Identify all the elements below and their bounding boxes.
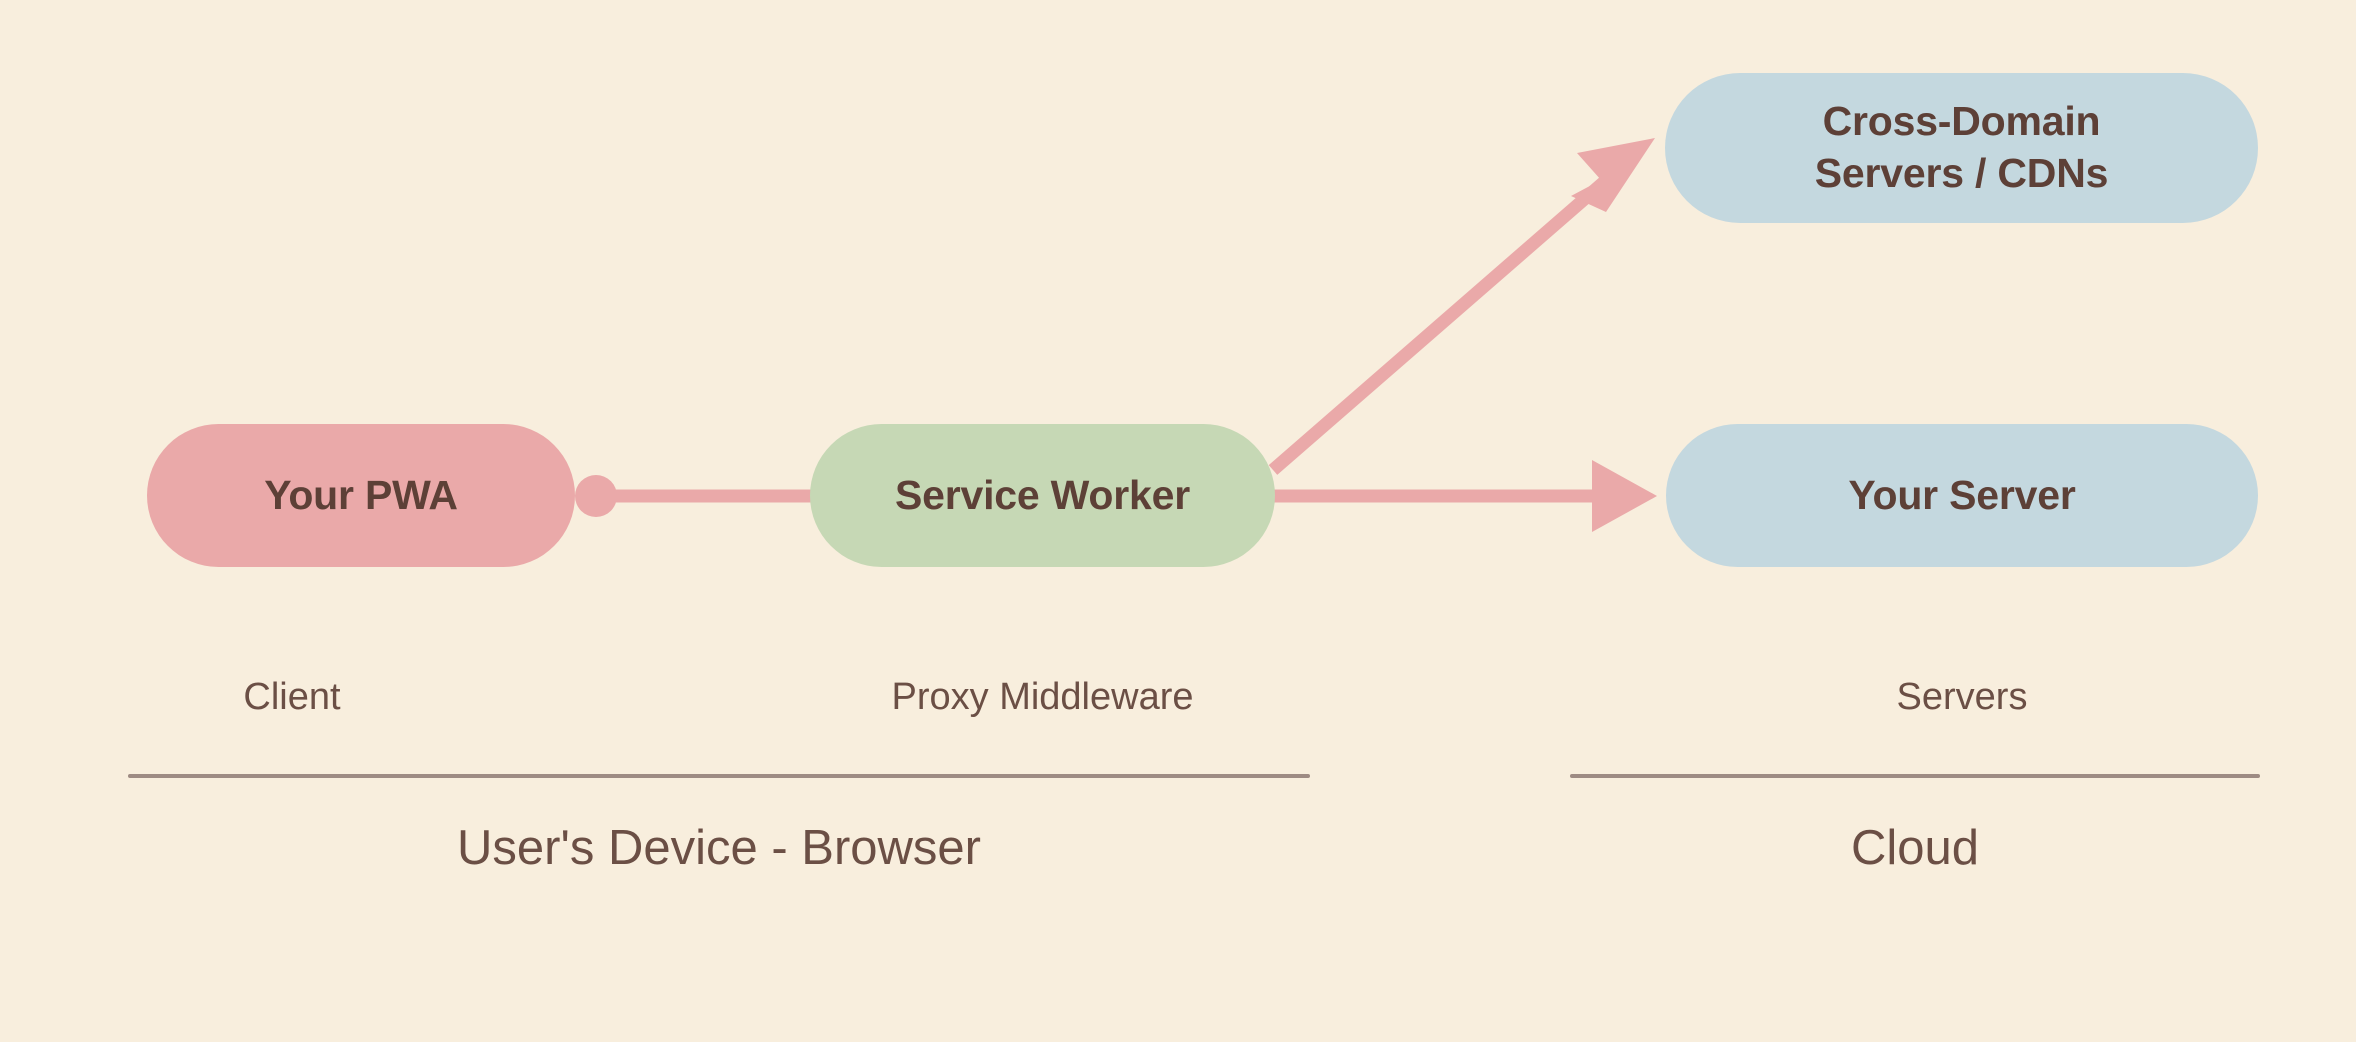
zone-divider-device xyxy=(128,774,1310,778)
node-your-server[interactable]: Your Server xyxy=(1666,424,2258,567)
node-cross-domain-servers-cdns-label: Cross-Domain Servers / CDNs xyxy=(1814,98,2109,196)
node-your-pwa-label: Your PWA xyxy=(264,471,458,518)
zone-title-cloud: Cloud xyxy=(1850,821,1980,875)
edge-line-service-worker-cross-domain xyxy=(1268,177,1609,475)
edge-service-worker-to-cross-domain xyxy=(1268,138,1655,475)
node-service-worker[interactable]: Service Worker xyxy=(810,424,1275,567)
zone-caption-client: Client xyxy=(243,676,341,718)
node-your-pwa[interactable]: Your PWA xyxy=(147,424,575,567)
edge-pwa-to-service-worker xyxy=(575,475,812,517)
node-cross-domain-servers-cdns[interactable]: Cross-Domain Servers / CDNs xyxy=(1665,73,2258,223)
zone-caption-proxy-middleware: Proxy Middleware xyxy=(891,676,1194,718)
node-service-worker-label: Service Worker xyxy=(894,471,1190,518)
zone-divider-cloud xyxy=(1570,774,2260,778)
zone-caption-servers: Servers xyxy=(1896,676,2028,718)
arrowhead-cross-domain-icon xyxy=(1571,138,1655,212)
zone-title-users-device-browser: User's Device - Browser xyxy=(457,821,981,875)
node-your-server-label: Your Server xyxy=(1848,471,2076,518)
arrowhead-your-server-icon xyxy=(1592,460,1657,532)
edge-service-worker-to-your-server xyxy=(1273,460,1657,532)
